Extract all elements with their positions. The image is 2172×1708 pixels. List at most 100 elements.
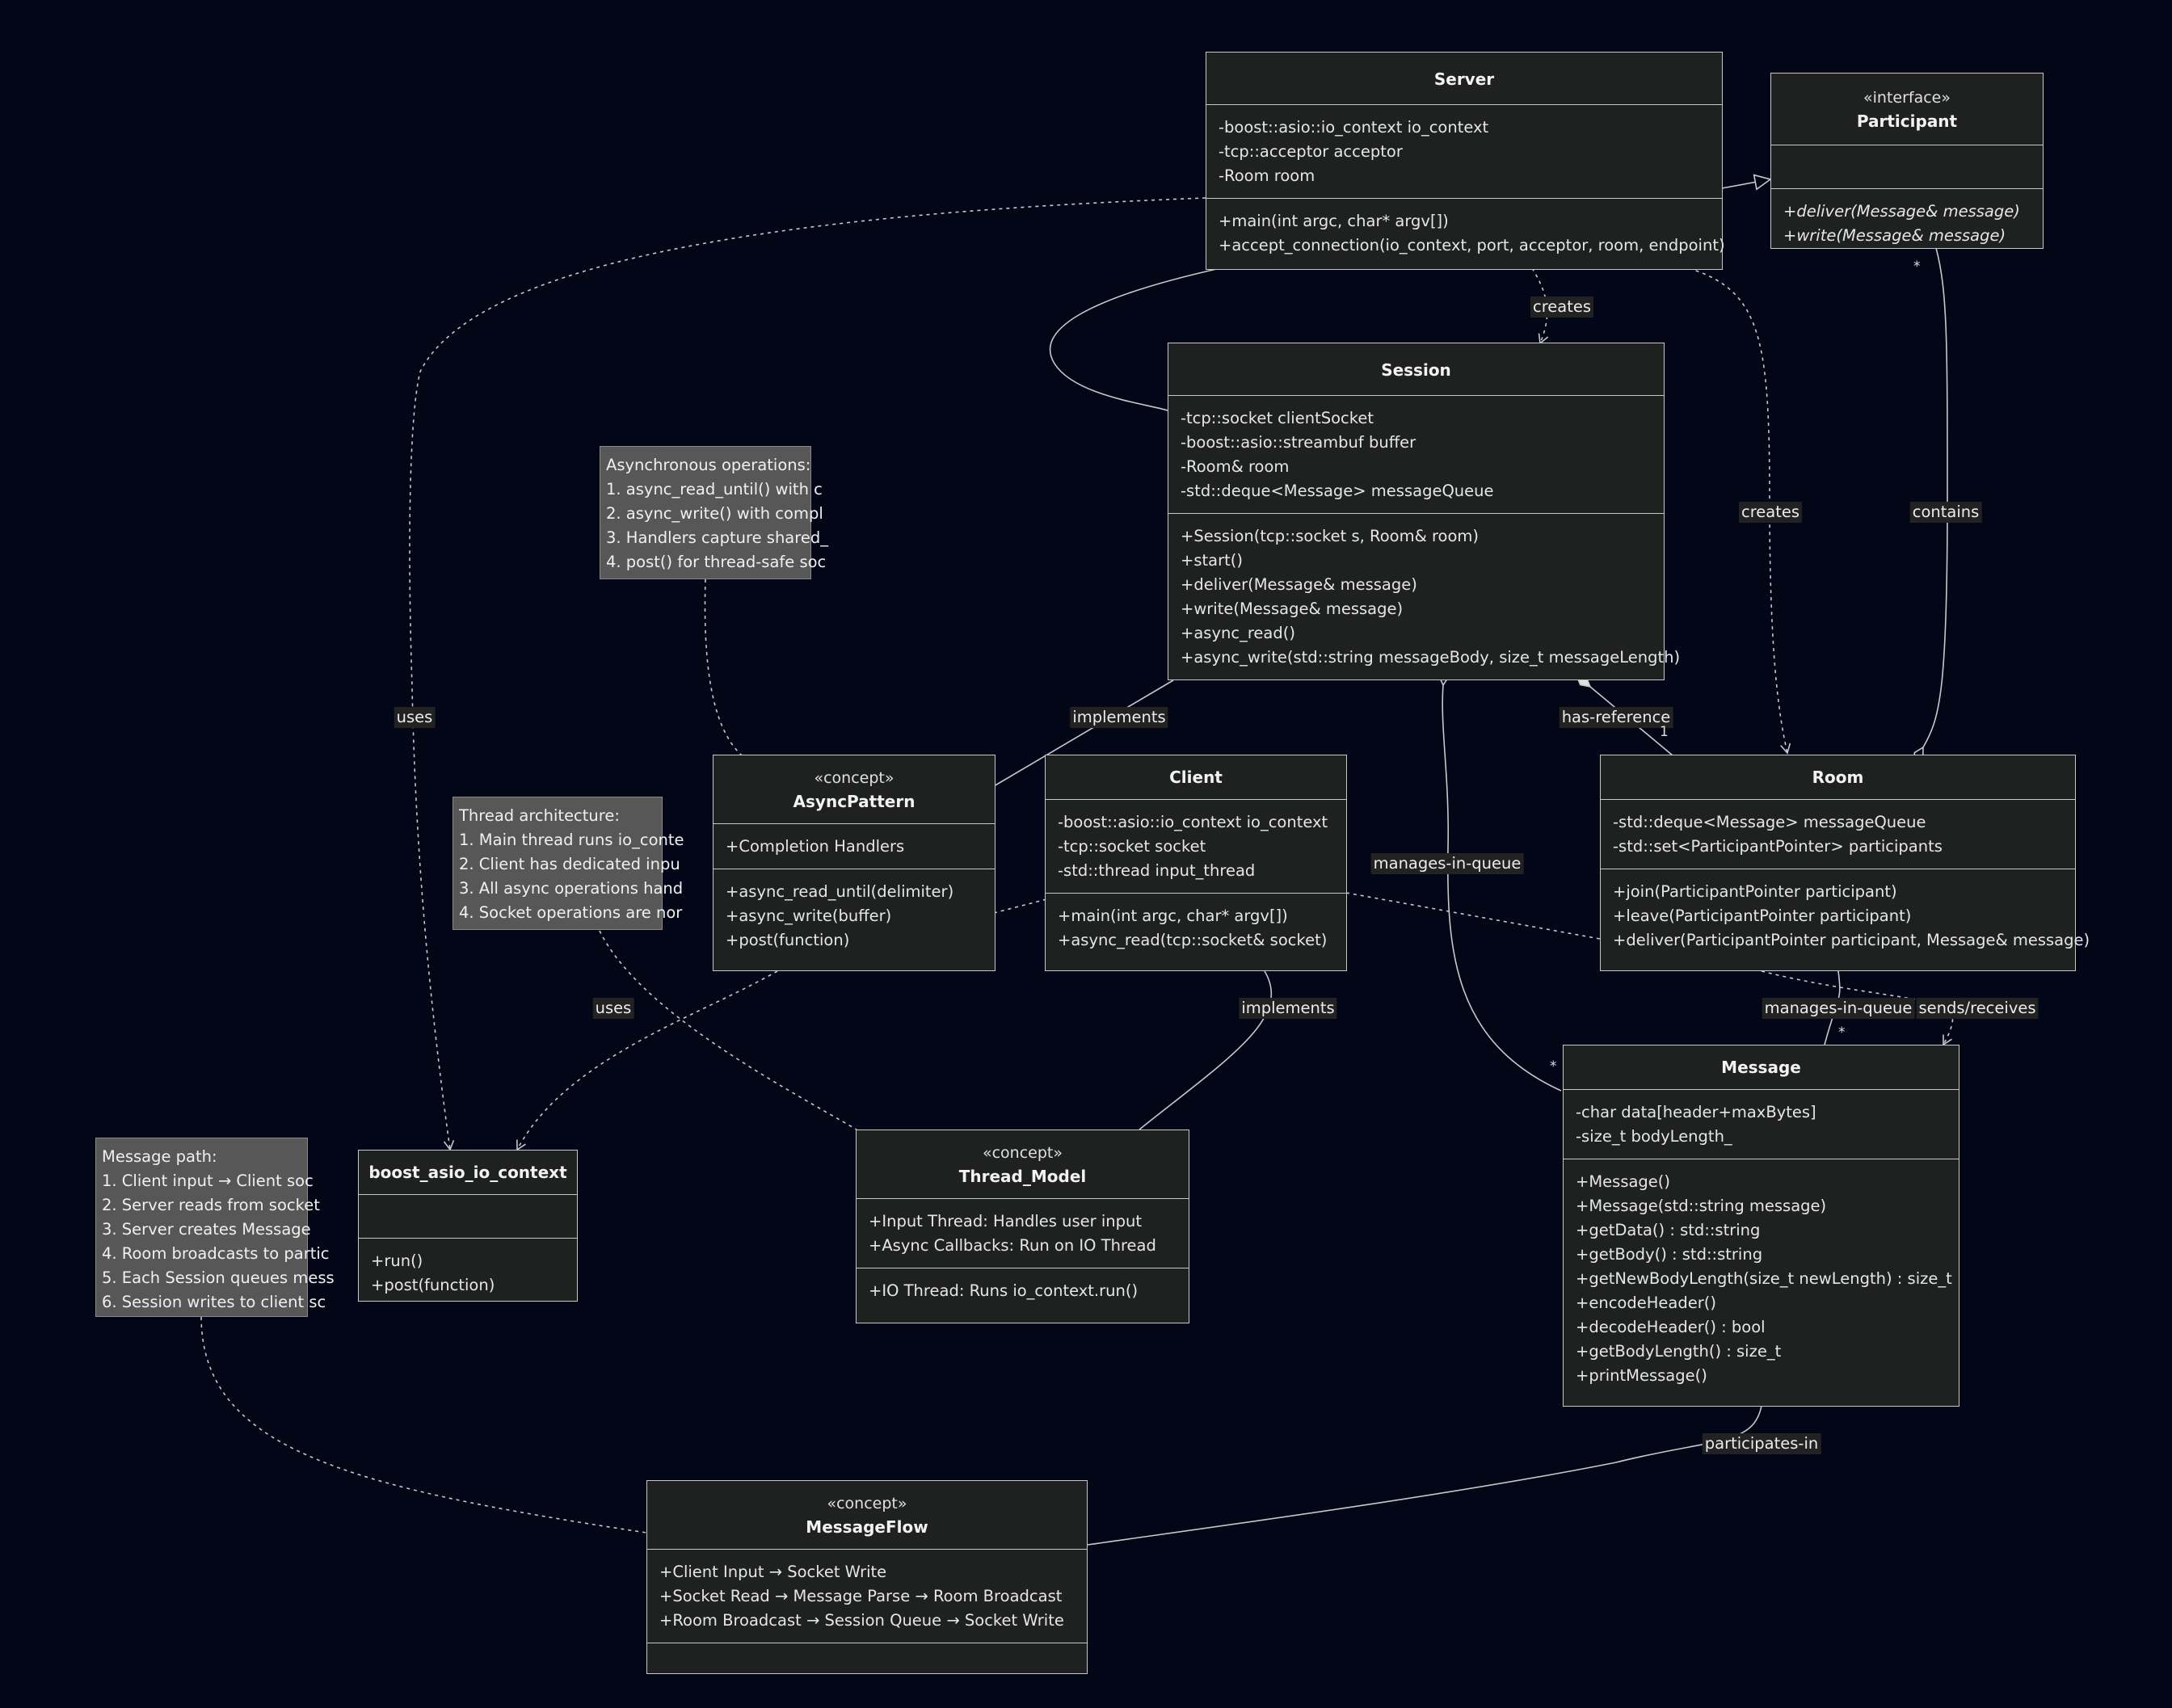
line-item: 2. async_write() with compl bbox=[606, 504, 823, 523]
line-item: -boost::asio::io_context io_context bbox=[1219, 118, 1489, 137]
line-item: -tcp::acceptor acceptor bbox=[1219, 142, 1403, 161]
edge-session-message bbox=[1442, 685, 1562, 1092]
class-session[interactable]: Session -tcp::socket clientSocket-boost:… bbox=[1168, 343, 1681, 680]
line-item: +Input Thread: Handles user input bbox=[869, 1212, 1142, 1231]
line-item: +getBodyLength() : size_t bbox=[1576, 1342, 1782, 1361]
class-async-pattern[interactable]: «concept» AsyncPattern +Completion Handl… bbox=[713, 755, 996, 971]
edge-label-client-message: sends/receives bbox=[1916, 998, 2039, 1019]
line-item: 6. Session writes to client sc bbox=[102, 1293, 326, 1311]
methods: +join(ParticipantPointer participant)+le… bbox=[1601, 869, 2090, 962]
note-async-operations: Asynchronous operations: 1. async_read_un… bbox=[600, 446, 828, 579]
class-server[interactable]: Server -boost::asio::io_context io_conte… bbox=[1206, 52, 1725, 270]
edge-note-async bbox=[704, 578, 743, 756]
line-item: -tcp::socket clientSocket bbox=[1181, 409, 1374, 427]
edge-client-thread bbox=[1139, 970, 1273, 1130]
class-thread-model[interactable]: «concept» Thread_Model +Input Thread: Ha… bbox=[856, 1130, 1189, 1323]
line-item: +main(int argc, char* argv[]) bbox=[1219, 212, 1449, 230]
line-item: +run() bbox=[371, 1252, 423, 1270]
edge-label-session-room: has-reference bbox=[1559, 707, 1673, 728]
class-name: boost_asio_io_context bbox=[368, 1163, 567, 1182]
line-item: +async_read() bbox=[1181, 624, 1295, 642]
attributes bbox=[359, 1195, 577, 1239]
line-item: 4. Room broadcasts to partic bbox=[102, 1244, 330, 1263]
methods: +IO Thread: Runs io_context.run() bbox=[857, 1268, 1189, 1313]
line-item: +Room Broadcast → Session Queue → Socket… bbox=[659, 1611, 1064, 1630]
line-item: 1. Client input → Client soc bbox=[102, 1172, 314, 1190]
attributes bbox=[1771, 145, 2043, 189]
stereotype: «concept» bbox=[827, 1495, 907, 1512]
class-name: AsyncPattern bbox=[793, 792, 916, 811]
note-thread-architecture: Thread architecture: 1. Main thread runs … bbox=[452, 797, 684, 930]
line-item: -boost::asio::streambuf buffer bbox=[1181, 433, 1416, 452]
line-item: +getData() : std::string bbox=[1576, 1221, 1761, 1239]
edge-server-participant bbox=[1721, 179, 1770, 188]
line-item: +deliver(ParticipantPointer participant,… bbox=[1613, 931, 2090, 949]
edge-server-session-link bbox=[1049, 267, 1221, 411]
class-message-flow[interactable]: «concept» MessageFlow +Client Input → So… bbox=[646, 1480, 1088, 1674]
class-io-context[interactable]: boost_asio_io_context +run() +post(functi… bbox=[358, 1150, 578, 1302]
class-name: Server bbox=[1433, 69, 1495, 89]
class-client[interactable]: Client -boost::asio::io_context io_conte… bbox=[1045, 755, 1347, 971]
line-item: 4. post() for thread-safe soc bbox=[606, 553, 827, 571]
attributes: -boost::asio::io_context io_context-tcp:… bbox=[1046, 800, 1346, 894]
line-item: +Message() bbox=[1576, 1172, 1671, 1191]
methods: +async_read_until(delimiter)+async_write… bbox=[713, 869, 995, 962]
line-item: Message path: bbox=[102, 1147, 217, 1166]
class-message[interactable]: Message -char data[header+maxBytes]-size… bbox=[1563, 1045, 1959, 1407]
edge-async-client bbox=[993, 898, 1047, 914]
class-name: MessageFlow bbox=[806, 1517, 928, 1537]
line-item: +accept_connection(io_context, port, acc… bbox=[1219, 236, 1725, 255]
edge-note-flow bbox=[200, 1316, 647, 1533]
line-item: +leave(ParticipantPointer participant) bbox=[1613, 907, 1912, 925]
line-item: -Room& room bbox=[1181, 457, 1290, 476]
attributes: -boost::asio::io_context io_context-tcp:… bbox=[1206, 105, 1722, 199]
class-name: Message bbox=[1721, 1058, 1801, 1077]
line-item: 4. Socket operations are nor bbox=[459, 903, 683, 922]
methods: +main(int argc, char* argv[])+async_read… bbox=[1046, 894, 1346, 962]
line-item: 5. Each Session queues mess bbox=[102, 1268, 335, 1287]
edge-label-session-message: manages-in-queue bbox=[1370, 853, 1524, 874]
line-item: Thread architecture: bbox=[459, 806, 620, 825]
edge-session-async bbox=[993, 679, 1174, 787]
line-item: +deliver(Message& message) bbox=[1783, 202, 2020, 221]
line-item: +async_write(std::string messageBody, si… bbox=[1181, 648, 1681, 667]
attributes: +Input Thread: Handles user input+Async … bbox=[857, 1199, 1189, 1268]
class-name: Room bbox=[1812, 768, 1864, 787]
line-item: +IO Thread: Runs io_context.run() bbox=[869, 1281, 1139, 1300]
edge-message-flow bbox=[1087, 1405, 1762, 1546]
line-item: +getBody() : std::string bbox=[1576, 1245, 1763, 1264]
attributes: +Completion Handlers bbox=[713, 824, 995, 869]
methods: +Message()+Message(std::string message)+… bbox=[1564, 1159, 1959, 1398]
mult-session-message: * bbox=[1550, 1058, 1557, 1075]
line-item: -std::thread input_thread bbox=[1058, 861, 1256, 880]
edge-server-room bbox=[1688, 267, 1791, 755]
class-name: Thread_Model bbox=[958, 1167, 1087, 1186]
class-room[interactable]: Room -std::deque<Message> messageQueue-s… bbox=[1600, 755, 2090, 971]
line-item: 1. Main thread runs io_conte bbox=[459, 831, 684, 849]
line-item: +async_write(buffer) bbox=[726, 907, 892, 925]
stereotype: «interface» bbox=[1863, 89, 1951, 107]
methods: +run() +post(function) bbox=[359, 1239, 577, 1307]
line-item: -std::deque<Message> messageQueue bbox=[1181, 482, 1494, 500]
note-message-path: Message path: 1. Client input → Client so… bbox=[95, 1138, 335, 1317]
edge-label-message-flow: participates-in bbox=[1702, 1433, 1821, 1454]
line-item: -size_t bodyLength_ bbox=[1576, 1127, 1732, 1146]
stereotype: «concept» bbox=[814, 769, 894, 787]
methods: +Session(tcp::socket s, Room& room)+star… bbox=[1168, 514, 1681, 679]
line-item: +post(function) bbox=[371, 1276, 495, 1294]
line-item: 2. Server reads from socket bbox=[102, 1196, 320, 1214]
mult-session-room: 1 bbox=[1660, 724, 1669, 740]
line-item: +encodeHeader() bbox=[1576, 1294, 1716, 1312]
edge-client-room bbox=[1345, 892, 1601, 940]
line-item: +deliver(Message& message) bbox=[1181, 575, 1417, 594]
line-item: 1. async_read_until() with c bbox=[606, 480, 823, 499]
line-item: +async_read(tcp::socket& socket) bbox=[1058, 931, 1328, 949]
methods: +deliver(Message& message)+write(Message… bbox=[1771, 189, 2043, 258]
line-item: -boost::asio::io_context io_context bbox=[1058, 813, 1328, 831]
line-item: Asynchronous operations: bbox=[606, 456, 811, 474]
line-item: +write(Message& message) bbox=[1181, 599, 1404, 618]
edge-note-thread bbox=[599, 930, 857, 1130]
line-item: 3. Handlers capture shared_ bbox=[606, 528, 828, 547]
class-participant[interactable]: «interface» Participant +deliver(Message… bbox=[1770, 73, 2044, 249]
